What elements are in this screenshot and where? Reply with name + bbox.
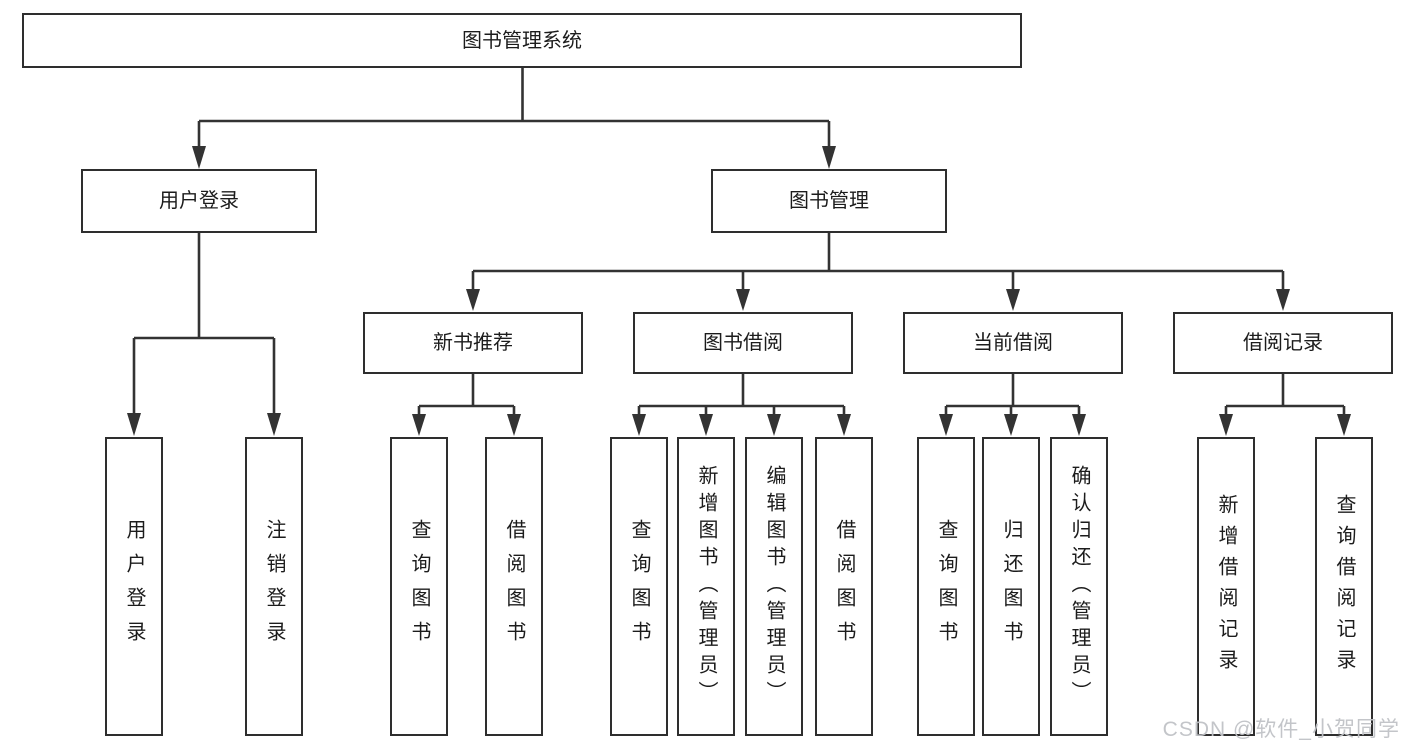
node-label: 查询图书 [408, 518, 430, 655]
node-label: 图书管理 [789, 190, 869, 212]
leaf-query-book-recommend: 查询图书 [390, 437, 448, 736]
leaf-return-book: 归还图书 [982, 437, 1040, 736]
arrowhead [767, 414, 781, 436]
node-label: 用户登录 [159, 190, 239, 212]
leaf-logout: 注销登录 [245, 437, 303, 736]
arrowhead [1006, 289, 1020, 311]
arrowhead [1004, 414, 1018, 436]
leaf-confirm-return-admin: 确认归还（管理员） [1050, 437, 1108, 736]
node-book-borrow: 图书借阅 [633, 312, 853, 374]
arrowhead [736, 289, 750, 311]
leaf-edit-book-admin: 编辑图书（管理员） [745, 437, 803, 736]
arrowhead [939, 414, 953, 436]
watermark: CSDN @软件_小贺同学 [1162, 718, 1400, 741]
leaf-add-book-admin: 新增图书（管理员） [677, 437, 735, 736]
node-label: 用户登录 [123, 518, 145, 655]
arrowhead [699, 414, 713, 436]
arrowhead [822, 146, 836, 169]
node-borrow-record: 借阅记录 [1173, 312, 1393, 374]
node-label: 借阅图书 [833, 518, 855, 655]
arrowhead [507, 414, 521, 436]
arrowhead [192, 146, 206, 169]
leaf-query-borrow-record: 查询借阅记录 [1315, 437, 1373, 736]
arrowhead [632, 414, 646, 436]
arrowhead [412, 414, 426, 436]
node-label: 新增图书（管理员） [695, 465, 717, 708]
node-book-management: 图书管理 [711, 169, 947, 233]
arrowhead [1072, 414, 1086, 436]
arrowhead [466, 289, 480, 311]
leaf-borrow-book: 借阅图书 [815, 437, 873, 736]
node-root-system: 图书管理系统 [22, 13, 1022, 68]
leaf-add-borrow-record: 新增借阅记录 [1197, 437, 1255, 736]
leaf-query-book-borrow: 查询图书 [610, 437, 668, 736]
node-label: 查询借阅记录 [1333, 493, 1355, 680]
node-label: 新书推荐 [433, 332, 513, 354]
arrowhead [1337, 414, 1351, 436]
node-label: 编辑图书（管理员） [763, 465, 785, 708]
node-label: 图书借阅 [703, 332, 783, 354]
node-label: 借阅记录 [1243, 332, 1323, 354]
leaf-user-login: 用户登录 [105, 437, 163, 736]
arrowhead [837, 414, 851, 436]
node-current-borrow: 当前借阅 [903, 312, 1123, 374]
arrowhead [267, 413, 281, 436]
node-label: 借阅图书 [503, 518, 525, 655]
node-user-login: 用户登录 [81, 169, 317, 233]
node-label: 确认归还（管理员） [1068, 465, 1090, 708]
node-label: 新增借阅记录 [1215, 493, 1237, 680]
arrowhead [1276, 289, 1290, 311]
node-label: 查询图书 [935, 518, 957, 655]
arrowhead [1219, 414, 1233, 436]
leaf-borrow-book-recommend: 借阅图书 [485, 437, 543, 736]
node-label: 注销登录 [263, 518, 285, 655]
node-label: 图书管理系统 [462, 29, 582, 52]
node-label: 归还图书 [1000, 518, 1022, 655]
node-new-book-recommend: 新书推荐 [363, 312, 583, 374]
node-label: 当前借阅 [973, 332, 1053, 354]
leaf-query-book-current: 查询图书 [917, 437, 975, 736]
node-label: 查询图书 [628, 518, 650, 655]
arrowhead [127, 413, 141, 436]
